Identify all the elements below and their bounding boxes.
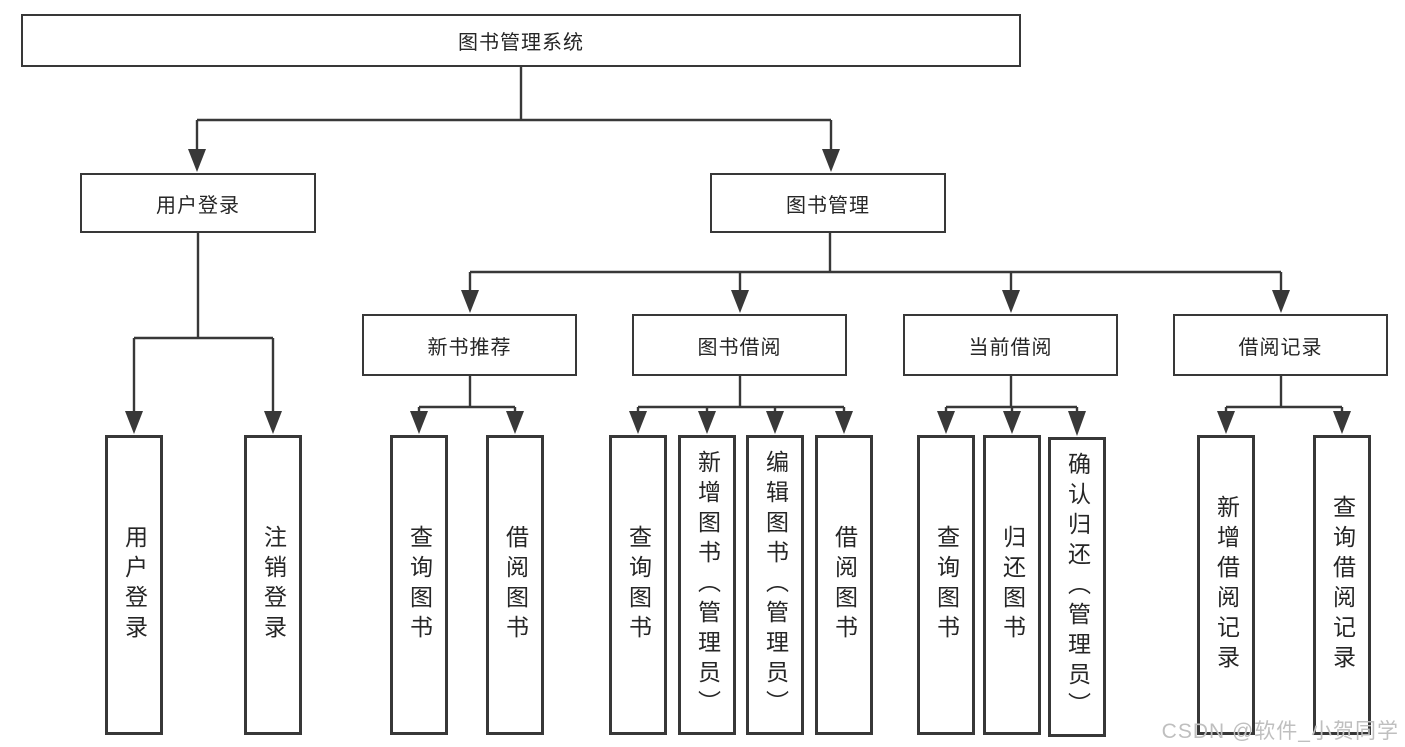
node-book-management: 图书管理 (710, 173, 946, 233)
leaf-label: 新增图书（管理员） (694, 450, 721, 720)
node-label: 图书借阅 (697, 336, 782, 359)
leaf-label: 查询图书 (406, 525, 433, 645)
leaf-confirm-return-admin: 确认归还（管理员） (1048, 437, 1106, 737)
node-current-borrow: 当前借阅 (903, 314, 1118, 376)
leaf-query-books-borrow: 查询图书 (609, 435, 667, 735)
leaf-label: 确认归还（管理员） (1064, 452, 1091, 722)
leaf-label: 新增借阅记录 (1213, 495, 1240, 675)
leaf-query-books-current: 查询图书 (917, 435, 975, 735)
leaf-add-borrow-record: 新增借阅记录 (1197, 435, 1255, 735)
leaf-label: 编辑图书（管理员） (762, 450, 789, 720)
node-book-borrow: 图书借阅 (632, 314, 847, 376)
node-borrow-records: 借阅记录 (1173, 314, 1388, 376)
leaf-label: 归还图书 (999, 525, 1026, 645)
arrowheads (125, 149, 1351, 436)
node-library-system: 图书管理系统 (21, 14, 1021, 67)
node-label: 借阅记录 (1238, 336, 1323, 359)
leaf-borrow-books-recommend: 借阅图书 (486, 435, 544, 735)
leaf-label: 查询图书 (933, 525, 960, 645)
leaf-label: 注销登录 (260, 525, 287, 645)
leaf-logout: 注销登录 (244, 435, 302, 735)
node-label: 当前借阅 (968, 336, 1053, 359)
node-user-login: 用户登录 (80, 173, 316, 233)
leaf-edit-books-admin: 编辑图书（管理员） (746, 435, 804, 735)
leaf-query-borrow-record: 查询借阅记录 (1313, 435, 1371, 735)
leaf-label: 用户登录 (121, 525, 148, 645)
leaf-label: 查询借阅记录 (1329, 495, 1356, 675)
leaf-add-books-admin: 新增图书（管理员） (678, 435, 736, 735)
leaf-label: 借阅图书 (502, 525, 529, 645)
leaf-user-login: 用户登录 (105, 435, 163, 735)
leaf-label: 查询图书 (625, 525, 652, 645)
leaf-label: 借阅图书 (831, 525, 858, 645)
node-label: 图书管理 (786, 194, 870, 217)
node-label: 新书推荐 (427, 336, 512, 359)
node-label: 图书管理系统 (458, 32, 584, 54)
node-label: 用户登录 (156, 194, 240, 217)
leaf-borrow-books: 借阅图书 (815, 435, 873, 735)
node-new-book-recommend: 新书推荐 (362, 314, 577, 376)
leaf-query-books-recommend: 查询图书 (390, 435, 448, 735)
leaf-return-books: 归还图书 (983, 435, 1041, 735)
